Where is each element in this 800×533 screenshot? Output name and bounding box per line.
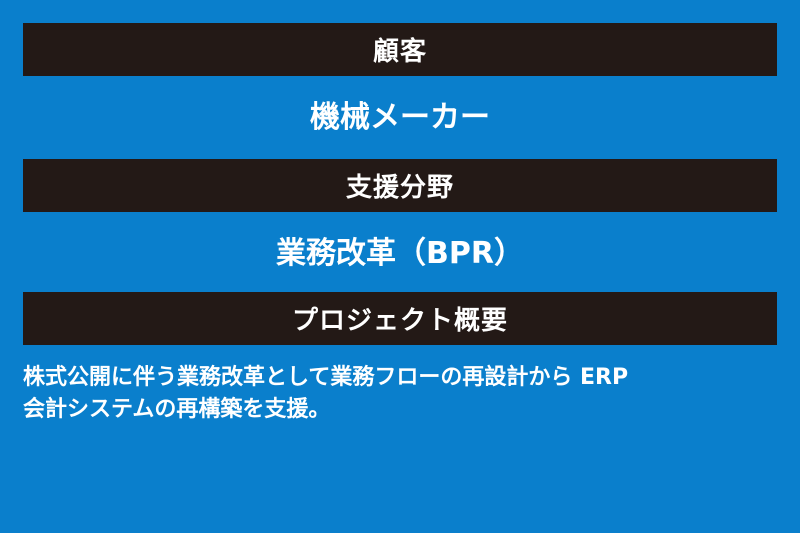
customer-heading: 顧客 [372,37,427,67]
support-field-value: 業務改革（BPR） [276,236,524,271]
project-overview-line-2: 会計システムの再構築を支援。 [23,397,331,422]
customer-value: 機械メーカー [310,100,490,135]
support-field-heading: 支援分野 [345,173,454,203]
project-overview-line-1: 株式公開に伴う業務改革として業務フローの再設計から ERP [23,365,629,390]
project-overview-heading-bar: プロジェクト概要 [23,292,777,345]
project-overview-heading: プロジェクト概要 [291,306,508,336]
project-overview-description: 株式公開に伴う業務改革として業務フローの再設計から ERP 会計システムの再構築… [23,362,783,426]
customer-heading-bar: 顧客 [23,23,777,76]
support-field-heading-bar: 支援分野 [23,159,777,212]
